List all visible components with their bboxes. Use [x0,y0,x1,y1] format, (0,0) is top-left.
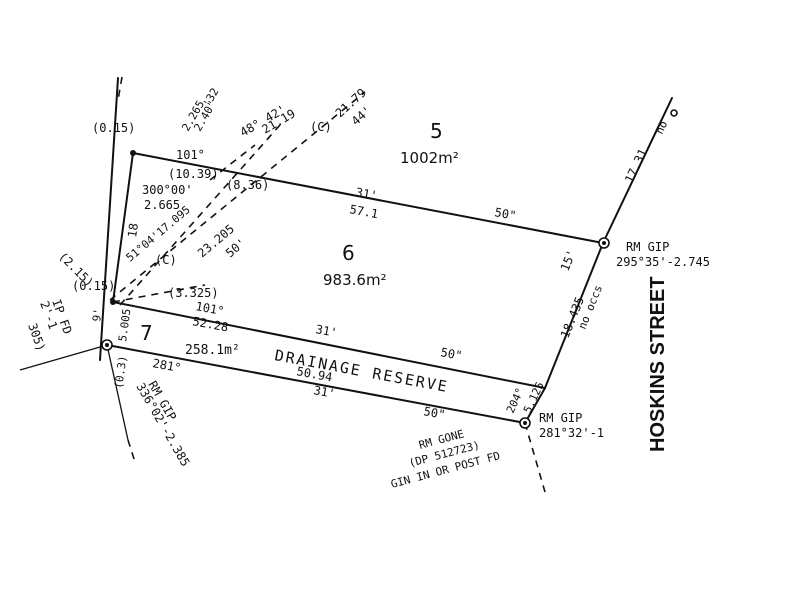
diagonal-line-b [119,124,281,306]
lot5-number: 5 [430,119,443,143]
dim-west-offset-015: (0.15) [72,279,115,293]
chord-line [112,284,206,303]
lot6-east-boundary [544,242,604,389]
diagonal-line-c [209,144,256,181]
dim-west-18: 18 [125,222,141,238]
dim-d2665: 2.665 [144,198,180,212]
corner-mark-ne [670,109,678,117]
lot6-area: 983.6m² [323,271,387,289]
dim-d836: (8.36) [226,178,269,192]
dim-reserve-bearing: 281° [151,356,182,375]
reference-marks [101,109,678,429]
reserve-south-boundary [106,344,526,424]
lot7-number: 7 [140,321,153,345]
dim-reserve-sec: 50" [422,404,446,422]
dim-d-c2: (C) [310,120,332,134]
west-boundary-line [99,77,119,361]
dim-top-bearing: 101° [176,148,205,162]
witness-line-south [106,344,129,441]
dim-west-9: 9' [90,307,105,322]
lot6-west-boundary [112,152,134,303]
dim-d-c1: (C) [155,253,177,267]
boundary-lines [19,77,673,441]
lot6-south-boundary [112,301,546,389]
extension-west [127,439,136,463]
lot5-east-boundary [602,97,673,244]
dim-east-min: 15' [558,248,579,273]
dim-west-5005: 5.005 [116,308,133,343]
dim-reserve-dist: 50.94 [295,364,333,384]
dim-lot6-bottom-sec: 50" [439,345,463,363]
lot5-area: 1002m² [400,149,459,167]
dim-reserve-east-dist: 5.125 [521,380,547,416]
dim-west-03: (0.3) [112,355,129,390]
extension-north [117,76,123,101]
dim-reserve-min: 31' [312,383,336,401]
dim-mid-bearing: 31' [354,185,378,203]
dim-top-left-offset: (0.15) [92,121,135,135]
rm-gip-east-bearing: 295°35'-2.745 [616,255,710,269]
dim-mid-dist: 57.1 [348,202,379,221]
corner-point-sw [110,299,116,305]
rm-gip-south-mark [519,417,531,429]
lot5-lot6-boundary [132,152,604,244]
street-name: HOSKINS STREET [647,276,669,452]
witness-line-west [19,344,108,371]
dim-top-dist: (10.39) [168,167,219,181]
ip-fd-ref: 305) [25,321,48,353]
lot6-number: 6 [342,241,355,265]
dim-lot6-bottom-bearing: 101° [194,299,225,318]
rm-gip-south-label: RM GIP [539,411,582,425]
reserve-east-boundary [524,387,546,424]
dim-d300: 300°00' [142,183,193,197]
rm-gip-east-mark [598,237,610,249]
rm-gip-south-bearing: 281°32'-1 [539,426,604,440]
dim-d3325: (3.325) [168,286,219,300]
diagonal-line-a [109,91,366,301]
corner-point-nw [130,150,136,156]
rm-gip-east-label: RM GIP [626,240,669,254]
dim-east-upper: 17.31 [622,147,650,186]
dim-no-top: no [653,119,670,137]
dim-mid-seconds: 50" [493,205,517,223]
lot7-area: 258.1m² [185,343,240,358]
construction-lines [109,76,546,493]
ip-fd-mark [101,339,113,351]
dim-lot6-bottom-min: 31' [314,322,338,340]
dim-lot6-bottom-dist: 52.28 [191,314,229,334]
